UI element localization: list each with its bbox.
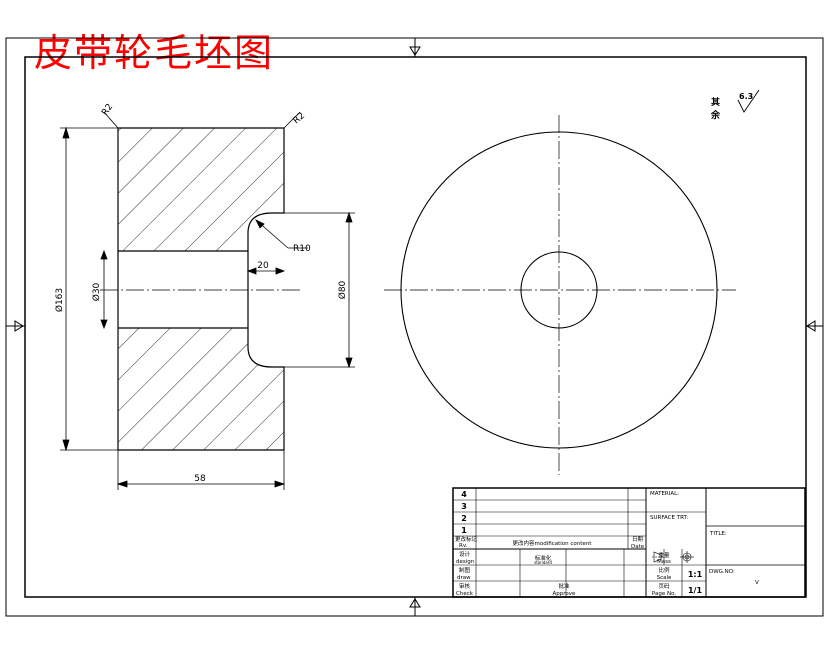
- material-label: MATERIAL:: [650, 491, 679, 497]
- svg-text:1: 1: [461, 526, 467, 535]
- scale-en: Scale: [657, 575, 672, 581]
- design-en: design: [456, 559, 475, 565]
- projection-symbol-icon: [652, 551, 694, 563]
- bore-dia-label: Ø30: [91, 282, 102, 301]
- surface-label: SURFACE TRT:: [650, 515, 688, 521]
- svg-text:3: 3: [461, 502, 467, 511]
- dwg-no-label: DWG.NO:: [709, 569, 735, 575]
- fillet-label: R10: [293, 244, 311, 254]
- check-cn: 审核: [459, 582, 471, 590]
- outer-dia-label: Ø163: [54, 288, 65, 312]
- recess-dia-label: Ø80: [337, 280, 348, 299]
- date-cn: 日期: [632, 536, 644, 543]
- modification-label: 更改内容modification content: [513, 539, 593, 547]
- svg-text:4: 4: [461, 490, 467, 499]
- svg-text:2: 2: [461, 514, 467, 523]
- scale-value: 1:1: [688, 570, 703, 579]
- check-en: Check: [456, 591, 474, 597]
- chamfer-left-label: R2: [100, 102, 115, 118]
- roughness-symbol: 其 余 6.3: [710, 89, 760, 121]
- page-en: Page No.: [652, 591, 676, 597]
- revision-numbers: 4 3 2 1: [461, 490, 467, 535]
- standard-en: standard: [534, 560, 552, 565]
- centering-marks: [6, 38, 823, 616]
- recess-depth-label: 20: [257, 261, 269, 271]
- weight-cn: 重量: [658, 551, 670, 559]
- section-dimensions: [60, 111, 355, 490]
- rev-no-cn: 更改标记: [455, 535, 478, 543]
- approve-cn: 批准: [558, 582, 570, 590]
- svg-text:余: 余: [710, 109, 721, 121]
- standard-cn: 标准化: [535, 554, 552, 562]
- outer-frame: [5, 37, 824, 617]
- draw-cn: 制图: [459, 566, 471, 574]
- scale-cn: 比例: [658, 566, 670, 574]
- end-view: [384, 115, 736, 475]
- approve-en: Approve: [553, 591, 577, 597]
- chamfer-right-label: R2: [292, 111, 308, 126]
- section-view: [100, 127, 300, 451]
- title-label: TITLE:: [709, 531, 727, 537]
- rev-no-en: Rv.: [459, 543, 468, 549]
- version-value: V: [755, 580, 759, 586]
- width-label: 58: [194, 474, 206, 484]
- page-value: 1/1: [688, 586, 702, 595]
- svg-text:6.3: 6.3: [739, 92, 753, 101]
- draw-en: draw: [457, 575, 471, 581]
- design-cn: 设计: [459, 550, 471, 558]
- page-cn: 页码: [658, 582, 670, 590]
- date-en: Date: [631, 544, 645, 550]
- svg-text:其: 其: [711, 96, 720, 108]
- title-block: [452, 487, 806, 598]
- weight-en: Mass: [657, 559, 671, 565]
- drawing-title: 皮带轮毛坯图: [34, 31, 275, 75]
